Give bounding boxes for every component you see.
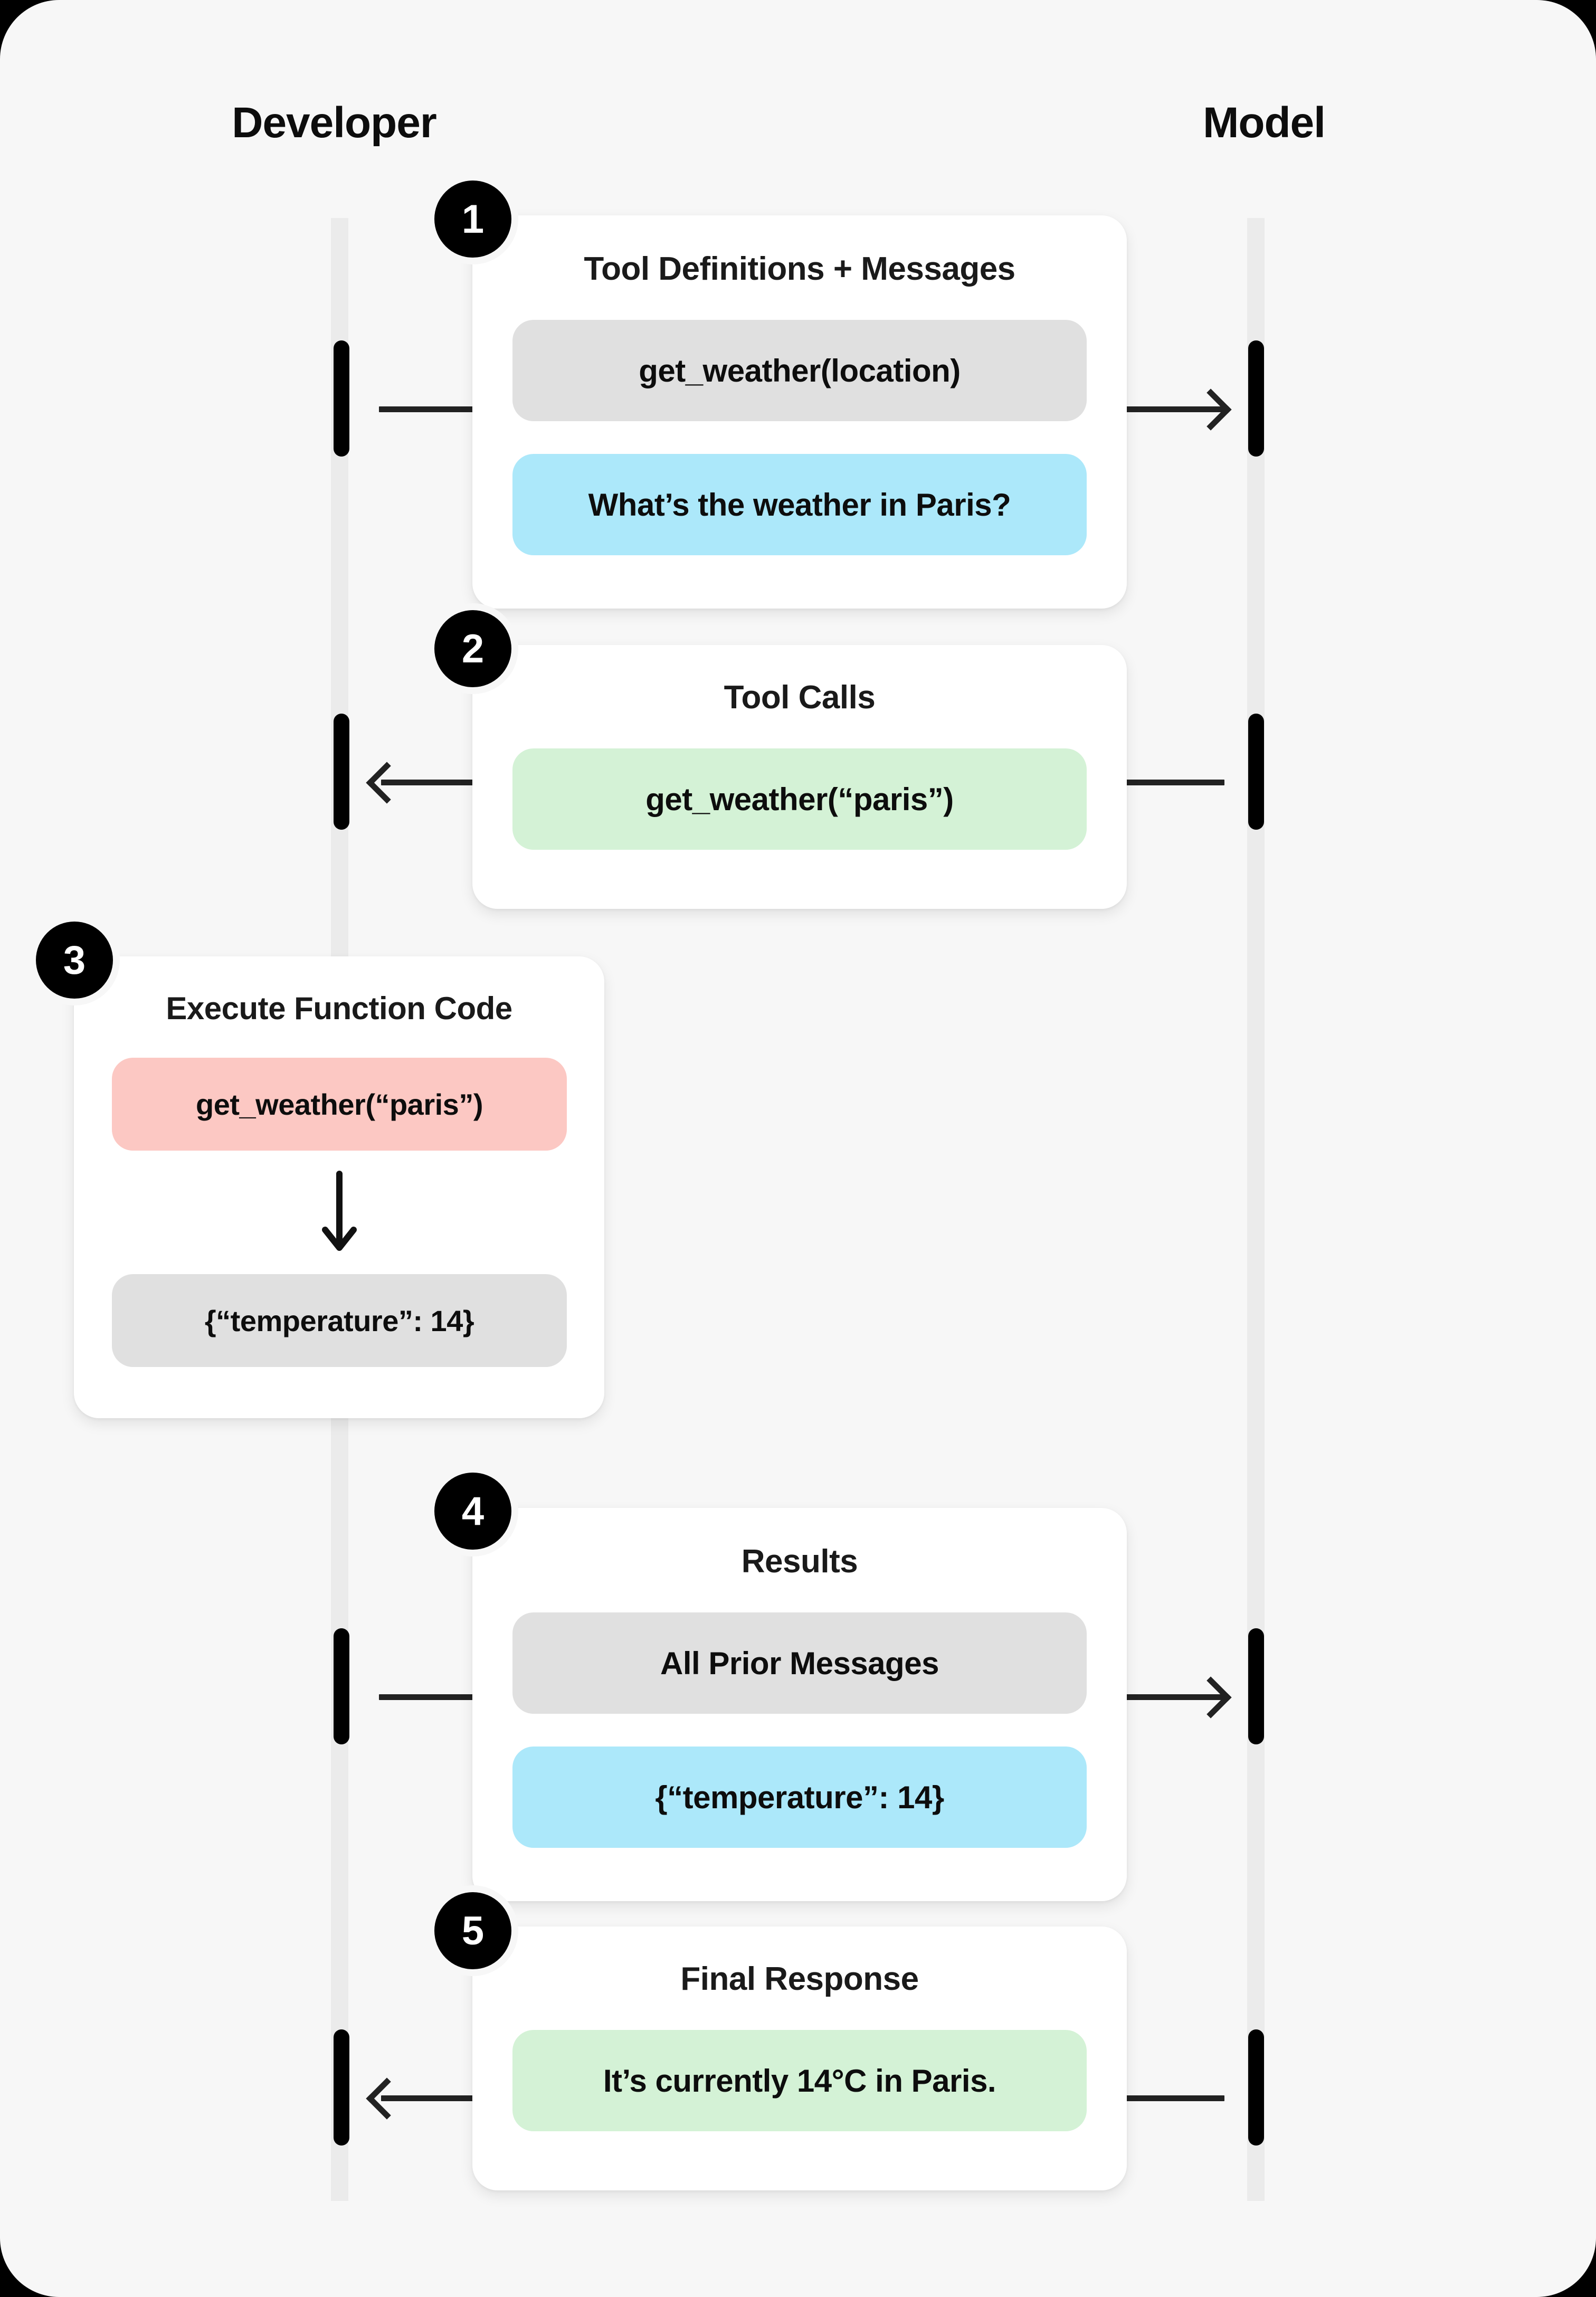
lifeline-model	[1247, 218, 1265, 2201]
step-card-1-title: Tool Definitions + Messages	[584, 251, 1015, 287]
step-card-1-pill-user-message: What’s the weather in Paris?	[512, 454, 1087, 555]
step-card-3[interactable]: Execute Function Code get_weather(“paris…	[74, 956, 604, 1418]
activation-bar-developer-step2	[334, 714, 349, 830]
step-card-3-pill-function-result: {“temperature”: 14}	[112, 1274, 567, 1367]
step-badge-1: 1	[434, 181, 511, 258]
connector-line-step5-left	[381, 2095, 474, 2101]
connector-line-step4-left	[379, 1694, 474, 1700]
down-arrow-icon	[321, 1171, 357, 1251]
arrow-left-icon-step2	[366, 762, 408, 804]
step-card-1[interactable]: Tool Definitions + Messages get_weather(…	[472, 215, 1127, 609]
column-header-developer: Developer	[232, 99, 437, 147]
activation-bar-developer-step1	[334, 340, 349, 457]
activation-bar-model-step1	[1248, 340, 1264, 457]
connector-line-step5-right	[1125, 2095, 1224, 2101]
step-card-1-pill-tool-definition: get_weather(location)	[512, 320, 1087, 421]
step-card-4-pill-tool-result: {“temperature”: 14}	[512, 1747, 1087, 1848]
step-card-4-pill-prior-messages: All Prior Messages	[512, 1612, 1087, 1714]
step-card-2[interactable]: Tool Calls get_weather(“paris”)	[472, 645, 1127, 909]
arrow-right-icon-step4	[1190, 1676, 1232, 1719]
step-badge-4: 4	[434, 1473, 511, 1550]
step-card-5-title: Final Response	[680, 1961, 919, 1997]
step-card-5-pill-final-answer: It’s currently 14°C in Paris.	[512, 2030, 1087, 2131]
activation-bar-model-step4	[1248, 1628, 1264, 1744]
activation-bar-model-step5	[1248, 2029, 1264, 2146]
step-card-3-pill-function-call: get_weather(“paris”)	[112, 1058, 567, 1151]
connector-line-step2-left	[381, 780, 474, 785]
connector-line-step4-right	[1125, 1694, 1224, 1700]
step-card-2-title: Tool Calls	[724, 679, 876, 716]
arrow-right-icon-step1	[1190, 388, 1232, 431]
arrow-left-icon-step5	[366, 2077, 408, 2120]
step-card-4[interactable]: Results All Prior Messages {“temperature…	[472, 1508, 1127, 1901]
column-header-model: Model	[1203, 99, 1326, 147]
step-card-2-pill-tool-call: get_weather(“paris”)	[512, 748, 1087, 850]
activation-bar-developer-step5	[334, 2029, 349, 2146]
step-card-4-title: Results	[741, 1543, 858, 1580]
step-card-3-title: Execute Function Code	[166, 991, 512, 1026]
step-badge-5: 5	[434, 1892, 511, 1969]
connector-line-step1-left	[379, 406, 474, 412]
connector-line-step1-right	[1125, 406, 1224, 412]
step-badge-3: 3	[36, 922, 113, 999]
activation-bar-developer-step4	[334, 1628, 349, 1744]
step-card-5[interactable]: Final Response It’s currently 14°C in Pa…	[472, 1926, 1127, 2190]
step-badge-2: 2	[434, 610, 511, 687]
connector-line-step2-right	[1125, 780, 1224, 785]
activation-bar-model-step2	[1248, 714, 1264, 830]
